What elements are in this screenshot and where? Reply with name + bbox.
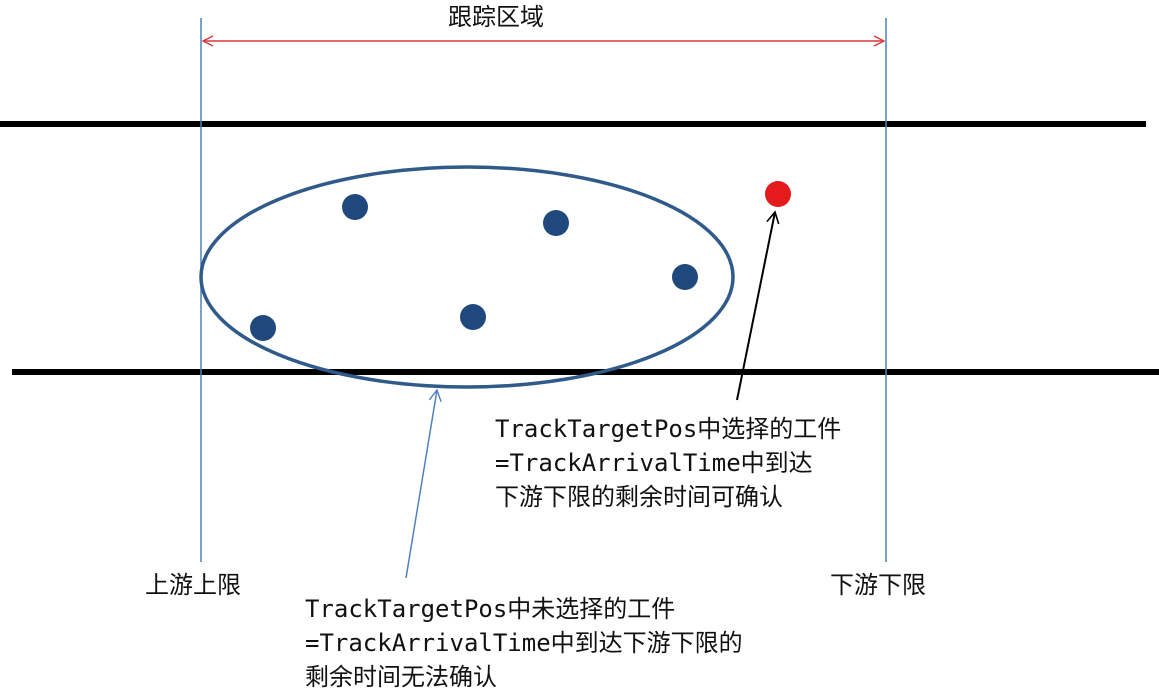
selected-workpiece-note: TrackTargetPos中选择的工件 =TrackArrivalTime中到… bbox=[495, 412, 841, 514]
workpiece bbox=[460, 304, 486, 330]
workpiece bbox=[250, 315, 276, 341]
unselected-callout-arrow bbox=[405, 388, 442, 579]
unselected-note-line-2: =TrackArrivalTime中到达下游下限的 bbox=[305, 629, 743, 657]
tracking-zone-label: 跟踪区域 bbox=[448, 3, 544, 31]
workpiece bbox=[672, 264, 698, 290]
unselected-workpiece-note: TrackTargetPos中未选择的工件 =TrackArrivalTime中… bbox=[305, 592, 743, 694]
selected-note-line-3: 下游下限的剩余时间可确认 bbox=[495, 483, 783, 511]
unselected-group-ellipse bbox=[199, 165, 735, 389]
downstream-limit-label: 下游下限 bbox=[830, 571, 926, 599]
unselected-note-line-3: 剩余时间无法确认 bbox=[305, 663, 497, 691]
workpiece bbox=[543, 210, 569, 236]
selected-note-line-2: =TrackArrivalTime中到达 bbox=[495, 449, 813, 477]
selected-callout-arrow bbox=[736, 210, 780, 401]
upstream-limit-label: 上游上限 bbox=[145, 571, 241, 599]
unselected-note-line-1: TrackTargetPos中未选择的工件 bbox=[305, 595, 676, 623]
workpiece bbox=[342, 194, 368, 220]
selected-workpiece bbox=[765, 181, 791, 207]
selected-note-line-1: TrackTargetPos中选择的工件 bbox=[495, 415, 842, 443]
